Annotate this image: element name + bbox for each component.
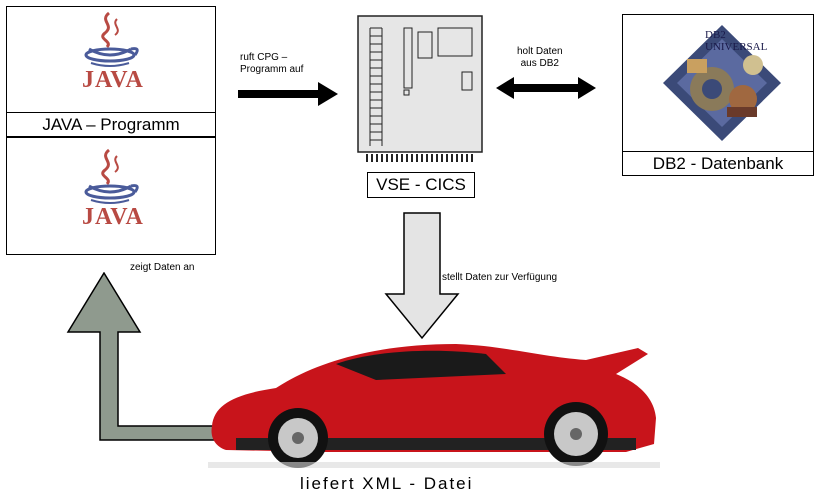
java-cup-icon: [84, 11, 139, 67]
cics-chip-icon: [357, 15, 483, 162]
java-logo-text: JAVA: [82, 204, 144, 230]
java-logo-text: JAVA: [82, 67, 144, 93]
right-arrow: [238, 82, 338, 106]
show-data-text: zeigt Daten an: [130, 262, 195, 273]
red-car-image: [208, 344, 660, 468]
java-cup-icon: [84, 148, 139, 204]
db2-label: DB2 - Datenbank: [622, 151, 814, 176]
get-data-text: holt Daten aus DB2: [517, 46, 563, 69]
db2-box: DB2 UNIVERSAL: [622, 14, 814, 152]
down-arrow: [384, 212, 460, 340]
java-program-label: JAVA – Programm: [6, 112, 216, 137]
java-program-box-top: JAVA: [6, 6, 216, 114]
java-program-box-bottom: JAVA: [6, 137, 216, 255]
db2-universal-logo: [663, 25, 781, 141]
db2-logo-text: DB2 UNIVERSAL: [705, 29, 768, 53]
car-caption: liefert XML - Datei: [300, 474, 474, 493]
provide-data-text: stellt Daten zur Verfügung: [442, 272, 558, 283]
cics-label: VSE - CICS: [367, 172, 475, 198]
up-arrow: [66, 272, 215, 441]
call-program-text: ruft CPG – Programm auf: [240, 52, 304, 75]
double-arrow: [496, 77, 596, 99]
